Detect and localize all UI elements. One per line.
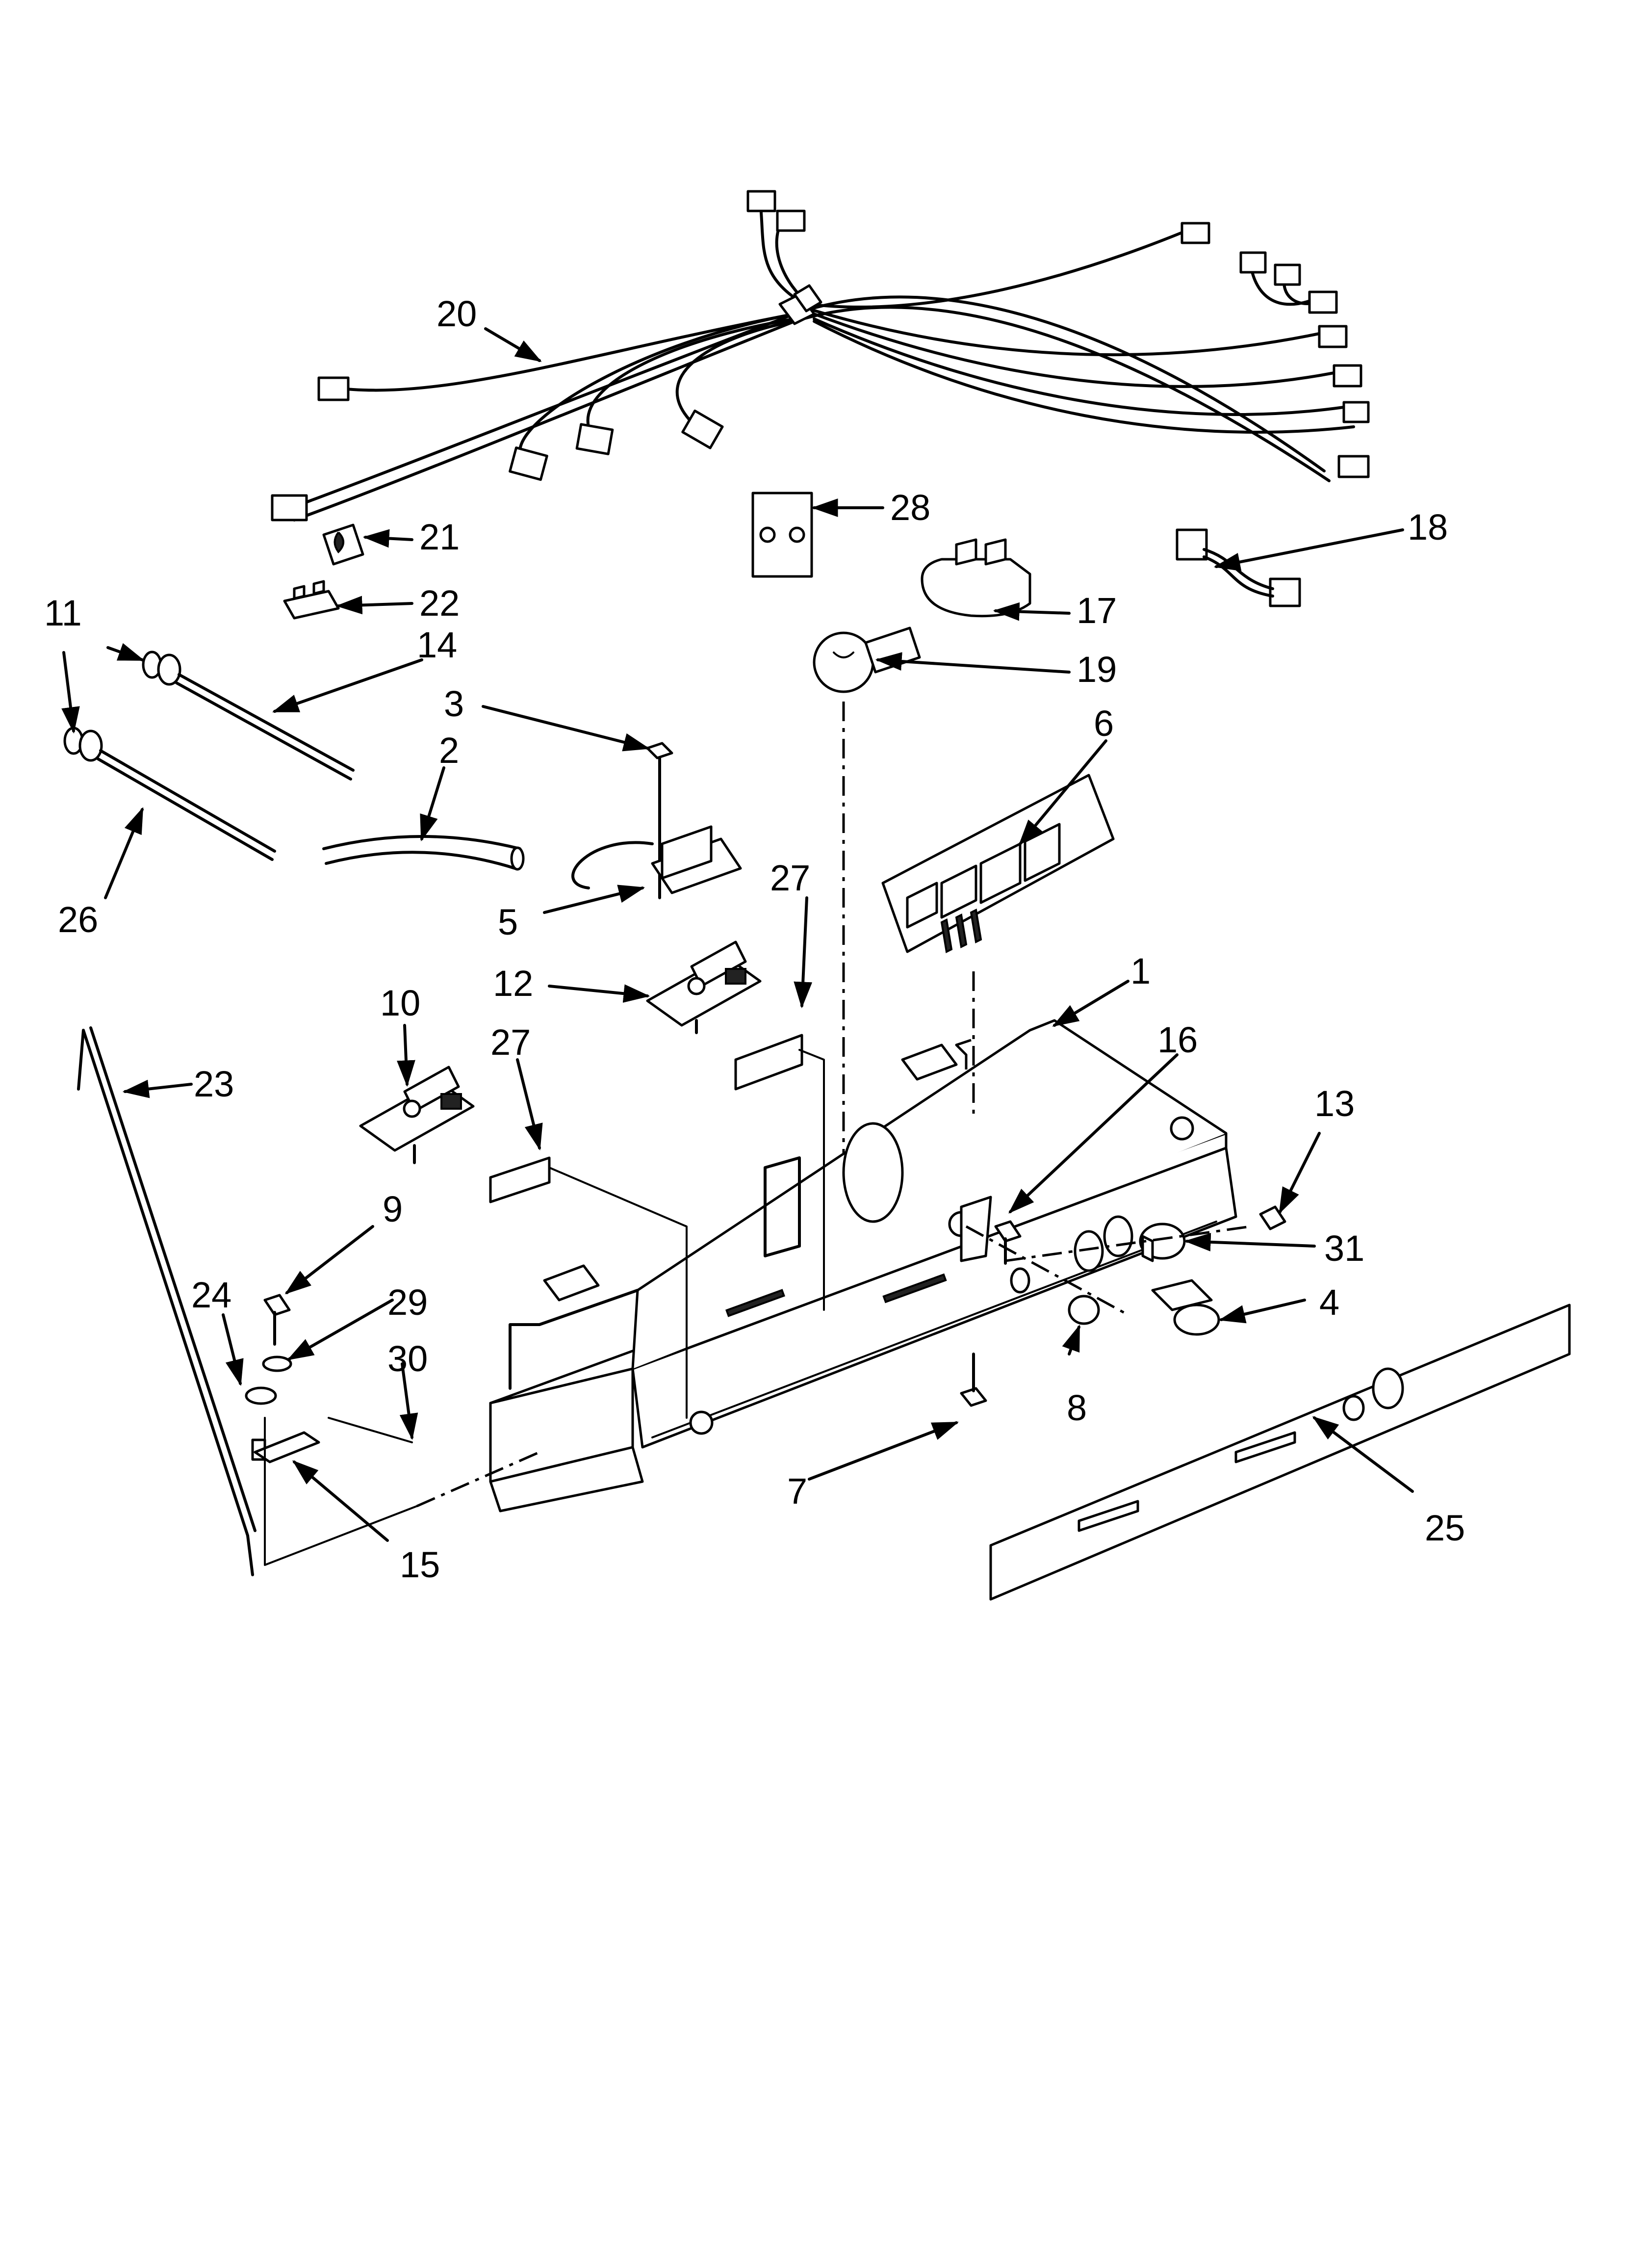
light-bulb-part-19 bbox=[813, 626, 921, 693]
callout-8: 8 bbox=[1067, 1387, 1087, 1428]
callout-28: 28 bbox=[890, 487, 930, 528]
callout-23: 23 bbox=[194, 1064, 234, 1104]
callout-1: 1 bbox=[1130, 951, 1151, 991]
clip-part-22 bbox=[283, 580, 340, 620]
callout-15: 15 bbox=[400, 1544, 440, 1585]
callout-4: 4 bbox=[1319, 1282, 1339, 1323]
bracket-part-12 bbox=[646, 940, 762, 1034]
callout-26: 26 bbox=[58, 899, 98, 940]
housing-part-1 bbox=[489, 1019, 1237, 1512]
callout-27-upper: 27 bbox=[770, 858, 810, 898]
callout-12: 12 bbox=[493, 963, 533, 1004]
callout-21: 21 bbox=[419, 517, 460, 557]
switch-part-5 bbox=[571, 742, 742, 899]
leader-arrows bbox=[61, 327, 1414, 1542]
wire-harness bbox=[271, 190, 1370, 521]
callout-6: 6 bbox=[1094, 703, 1114, 744]
callout-27-lower: 27 bbox=[490, 1022, 531, 1063]
callout-22: 22 bbox=[419, 583, 460, 624]
callout-17: 17 bbox=[1077, 590, 1117, 631]
callout-25: 25 bbox=[1425, 1508, 1465, 1548]
label-part-27 bbox=[489, 1034, 803, 1203]
screw-part-7 bbox=[960, 1353, 987, 1407]
hose-part-2 bbox=[322, 835, 525, 871]
callout-13: 13 bbox=[1314, 1083, 1355, 1124]
callout-19: 19 bbox=[1077, 649, 1117, 690]
callout-7: 7 bbox=[787, 1471, 807, 1512]
panel-part-25 bbox=[989, 1303, 1571, 1601]
light-button-part-8 bbox=[1068, 1295, 1100, 1325]
clip-part-21 bbox=[322, 523, 364, 566]
screw-part-16 bbox=[994, 1220, 1022, 1265]
callout-14: 14 bbox=[417, 625, 457, 665]
callout-31: 31 bbox=[1324, 1228, 1364, 1269]
jumper-wire-part-18 bbox=[1176, 528, 1301, 607]
knob-part-31 bbox=[1139, 1223, 1186, 1262]
callout-20: 20 bbox=[436, 293, 477, 334]
callout-18: 18 bbox=[1408, 507, 1448, 547]
pad-part-28 bbox=[751, 492, 813, 578]
light-socket-part-17 bbox=[921, 538, 1031, 618]
callout-labels: 20 21 22 28 18 17 19 11 14 3 2 26 5 6 27… bbox=[44, 293, 1465, 1585]
callout-2: 2 bbox=[439, 730, 459, 771]
rod-part-23 bbox=[77, 1026, 257, 1576]
callout-16: 16 bbox=[1157, 1019, 1198, 1060]
centre-lines bbox=[416, 702, 1251, 1508]
switch-part-4 bbox=[1151, 1279, 1220, 1336]
hinge-assembly bbox=[245, 1294, 418, 1566]
callout-30: 30 bbox=[387, 1338, 428, 1379]
control-board-part-6 bbox=[881, 774, 1115, 953]
callout-5: 5 bbox=[498, 902, 518, 942]
callout-11: 11 bbox=[44, 593, 82, 633]
tube-assemblies bbox=[63, 651, 355, 861]
bracket-part-10 bbox=[359, 1066, 475, 1164]
callout-10: 10 bbox=[380, 983, 420, 1023]
callout-9: 9 bbox=[383, 1189, 403, 1229]
callout-29: 29 bbox=[387, 1282, 428, 1323]
callout-3: 3 bbox=[444, 683, 464, 724]
callout-24: 24 bbox=[191, 1275, 231, 1315]
